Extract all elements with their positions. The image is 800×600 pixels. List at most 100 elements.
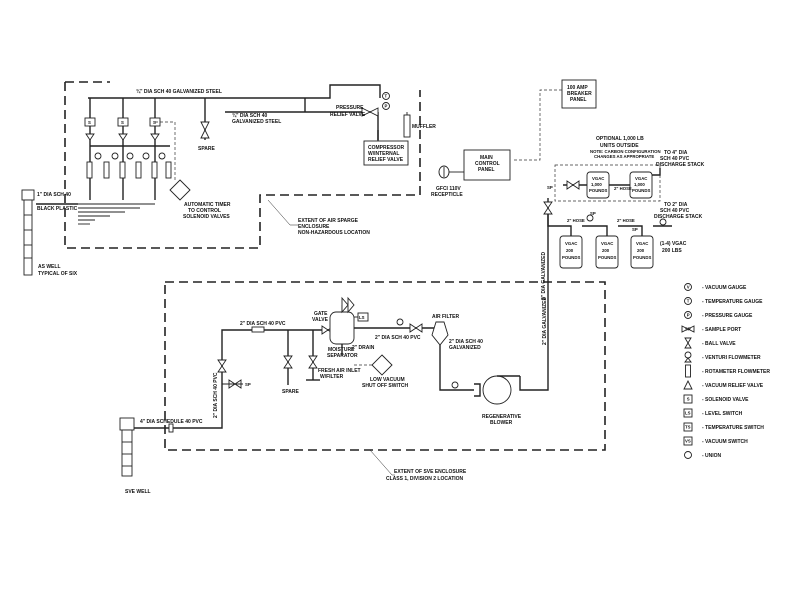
svg-text:ENCLOSURE: ENCLOSURE	[298, 224, 330, 230]
svg-text:VGAC: VGAC	[635, 176, 647, 181]
sparge-lines-to-well	[36, 203, 155, 225]
svg-text:VGAC: VGAC	[565, 241, 577, 246]
svg-text:S: S	[121, 120, 124, 125]
legend-label: - ROTAMETER FLOWMETER	[702, 369, 770, 375]
svg-text:PANEL: PANEL	[478, 167, 495, 173]
svg-text:LS: LS	[359, 315, 365, 320]
spare-valve-bottom[interactable]	[283, 330, 293, 385]
vgac-1000-left: VGAC 1,000 POUNDS	[586, 171, 610, 199]
automatic-timer	[169, 179, 191, 201]
air-filter	[431, 321, 449, 346]
air-sparge-enclosure-boundary	[64, 82, 421, 249]
svg-text:CONTROL: CONTROL	[475, 161, 500, 167]
vgac-200-b: VGAC 200 POUNDS	[595, 235, 619, 269]
svg-text:VALVE: VALVE	[312, 317, 329, 323]
svg-text:2" DIA SCH 40 PVC: 2" DIA SCH 40 PVC	[375, 335, 421, 341]
legend-label: - SAMPLE PORT	[702, 327, 741, 333]
legend-item: VS- VACUUM SWITCH	[683, 436, 748, 446]
sve-main-line	[134, 329, 330, 429]
svg-text:POUNDS: POUNDS	[633, 255, 652, 260]
legend-symbol: TS	[685, 425, 691, 430]
legend-symbol: SP	[685, 327, 691, 332]
svg-text:POUNDS: POUNDS	[562, 255, 581, 260]
svg-text:FRESH AIR INLET: FRESH AIR INLET	[318, 368, 361, 374]
legend-label: - LEVEL SWITCH	[702, 411, 743, 417]
svg-text:S: S	[153, 120, 156, 125]
sve-well	[119, 417, 135, 477]
svg-text:POUNDS: POUNDS	[632, 188, 651, 193]
legend-item: TS - TEMPERATURE SWITCH	[683, 422, 764, 432]
spare-valve-top[interactable]	[200, 98, 210, 140]
svg-text:EXTENT OF AIR SPARGE: EXTENT OF AIR SPARGE	[298, 218, 359, 224]
svg-text:POUNDS: POUNDS	[598, 255, 617, 260]
svg-text:200: 200	[566, 248, 574, 253]
svg-text:LOW VACUUM: LOW VACUUM	[370, 377, 405, 383]
svg-text:VGAC: VGAC	[601, 241, 613, 246]
svg-text:SEPARATOR: SEPARATOR	[327, 353, 358, 359]
svg-text:200: 200	[637, 248, 645, 253]
svg-text:RECEPTICLE: RECEPTICLE	[431, 192, 463, 198]
legend-label: - TEMPERATURE GAUGE	[702, 299, 763, 305]
svg-text:(1-4) VGAC: (1-4) VGAC	[660, 241, 687, 247]
svg-text:TO 4" DIA: TO 4" DIA	[664, 150, 688, 156]
svg-text:W/FILTER: W/FILTER	[320, 374, 344, 380]
galv-steel-top-label: ¾" DIA SCH 40 GALVANIZED STEEL	[136, 88, 222, 95]
legend-item: V- VACUUM GAUGE	[684, 283, 747, 291]
svg-text:100 AMP: 100 AMP	[567, 85, 588, 91]
svg-text:GFCI 110V: GFCI 110V	[436, 186, 461, 192]
svg-text:UNITS OUTSIDE: UNITS OUTSIDE	[600, 143, 639, 149]
legend-symbol: P	[687, 313, 690, 318]
svg-text:P: P	[385, 104, 388, 109]
svg-text:EXTENT OF SVE ENCLOSURE: EXTENT OF SVE ENCLOSURE	[394, 469, 467, 475]
svg-text:200: 200	[602, 248, 610, 253]
svg-text:POUNDS: POUNDS	[589, 188, 608, 193]
vgac-1000-right: VGAC 1,000 POUNDS	[629, 171, 653, 199]
svg-text:OPTIONAL 1,000 LB: OPTIONAL 1,000 LB	[596, 136, 644, 142]
svg-text:SPARE: SPARE	[282, 389, 300, 395]
svg-text:1,000: 1,000	[634, 182, 645, 187]
as-well	[21, 189, 35, 276]
svg-text:2" DRAIN: 2" DRAIN	[352, 345, 375, 351]
svg-text:TO 2" DIA: TO 2" DIA	[664, 202, 688, 208]
optional-units-box	[554, 164, 661, 202]
legend-label: - TEMPERATURE SWITCH	[702, 425, 764, 431]
svg-text:GALVANIZED: GALVANIZED	[449, 345, 481, 351]
vgac-200-a: VGAC 200 POUNDS	[559, 235, 583, 269]
svg-text:RELIEF VALVE: RELIEF VALVE	[330, 112, 366, 118]
sve-enclosure-boundary	[164, 281, 606, 451]
svg-text:CLASS 1, DIVISION 2 LOCATION: CLASS 1, DIVISION 2 LOCATION	[386, 476, 464, 482]
svg-text:AS WELL: AS WELL	[38, 264, 61, 270]
fresh-air-inlet[interactable]	[306, 330, 320, 381]
svg-text:SP: SP	[590, 211, 596, 216]
legend-item: - BALL VALVE	[684, 337, 736, 349]
temperature-gauge	[382, 92, 390, 100]
svg-text:S: S	[88, 120, 91, 125]
svg-text:2" DIA GALVANIZED: 2" DIA GALVANIZED	[541, 251, 547, 300]
svg-text:VGAC: VGAC	[592, 176, 604, 181]
svg-text:SOLENOID VALVES: SOLENOID VALVES	[183, 214, 230, 220]
legend-item: SP - SAMPLE PORT	[681, 325, 741, 333]
svg-text:COMPRESSOR: COMPRESSOR	[368, 145, 405, 151]
legend-item: - VENTURI FLOWMETER	[684, 351, 761, 363]
svg-text:SVE WELL: SVE WELL	[125, 489, 151, 495]
legend-label: - VACUUM RELIEF VALVE	[702, 383, 764, 389]
svg-text:SHUT OFF SWITCH: SHUT OFF SWITCH	[362, 383, 408, 389]
vgac-200-c: VGAC 200 POUNDS	[630, 235, 654, 269]
svg-text:1" DIA SCH 40: 1" DIA SCH 40	[37, 192, 71, 198]
svg-text:SCH 40 PVC: SCH 40 PVC	[660, 156, 690, 162]
svg-text:2" DIA SCH 40 PVC: 2" DIA SCH 40 PVC	[213, 372, 219, 418]
legend-item: P- PRESSURE GAUGE	[684, 311, 753, 319]
legend-symbol: VS	[685, 439, 691, 444]
svg-text:NON-HAZARDOUS LOCATION: NON-HAZARDOUS LOCATION	[298, 230, 370, 236]
compressor-box	[363, 140, 409, 166]
svg-text:AIR FILTER: AIR FILTER	[432, 314, 460, 320]
legend-label: - UNION	[702, 453, 722, 459]
pressure-gauge	[382, 102, 390, 110]
svg-text:¾" DIA SCH 40: ¾" DIA SCH 40	[232, 112, 267, 119]
svg-text:GATE: GATE	[314, 311, 328, 317]
svg-text:SP: SP	[547, 185, 553, 190]
main-control-panel	[463, 149, 511, 181]
svg-text:MAIN: MAIN	[480, 155, 493, 161]
